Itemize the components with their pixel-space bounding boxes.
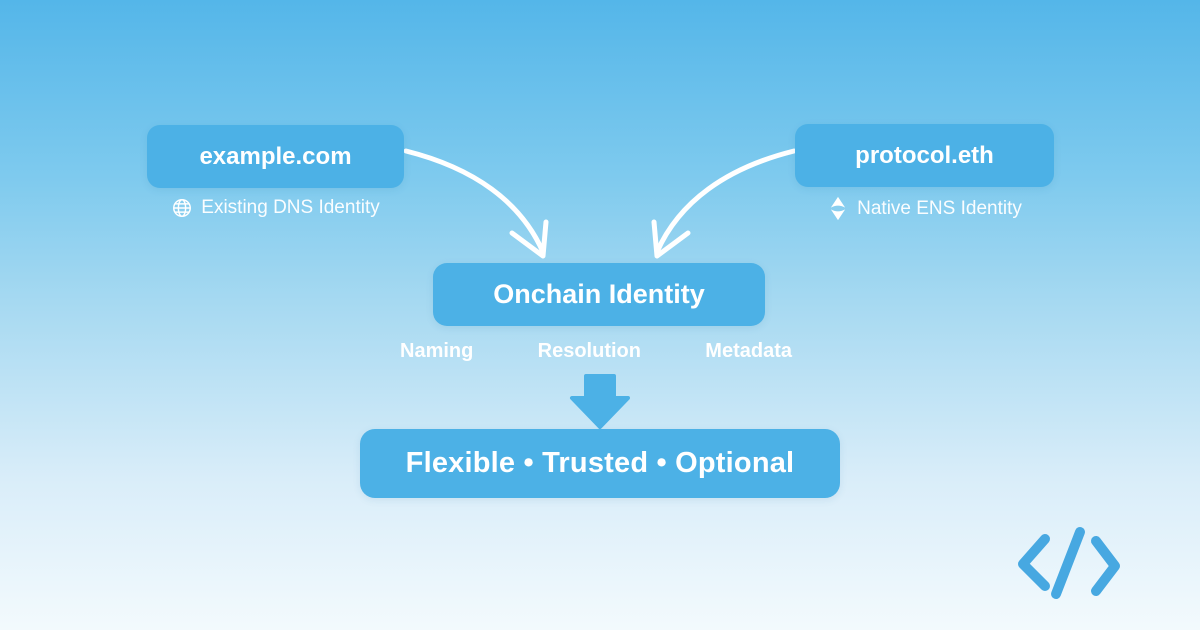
result-title: Flexible • Trusted • Optional xyxy=(405,447,795,479)
arrow-left-curve xyxy=(403,148,546,255)
result-box: Flexible • Trusted • Optional xyxy=(360,429,840,498)
feature-labels-row: Naming Resolution Metadata xyxy=(400,340,792,363)
ens-caption-label: Native ENS Identity xyxy=(857,197,1022,219)
node-onchain-identity: Onchain Identity xyxy=(433,263,765,326)
node-dns-source: example.com Existing DNS Identity xyxy=(147,125,404,219)
dns-caption: Existing DNS Identity xyxy=(171,197,380,219)
arrow-down-block-icon xyxy=(570,374,630,429)
ens-box: protocol.eth xyxy=(795,124,1054,187)
node-result: Flexible • Trusted • Optional xyxy=(360,429,840,498)
onchain-title: Onchain Identity xyxy=(493,279,705,309)
dns-box: example.com xyxy=(147,125,404,188)
arrow-right-head-icon xyxy=(651,219,691,259)
ens-diamond-icon xyxy=(827,196,849,221)
dns-title: example.com xyxy=(199,142,352,170)
feature-naming: Naming xyxy=(400,340,474,362)
ens-title: protocol.eth xyxy=(855,141,994,169)
globe-icon xyxy=(171,197,193,219)
arrow-left-head-icon xyxy=(509,219,549,259)
onchain-box: Onchain Identity xyxy=(433,263,765,326)
dns-caption-label: Existing DNS Identity xyxy=(201,197,380,218)
feature-resolution: Resolution xyxy=(537,340,641,362)
arrow-right-curve xyxy=(654,148,797,255)
code-brackets-icon xyxy=(1008,524,1128,609)
feature-metadata: Metadata xyxy=(705,340,792,362)
ens-caption: Native ENS Identity xyxy=(827,196,1022,221)
node-ens-source: protocol.eth Native ENS Identity xyxy=(795,124,1054,221)
